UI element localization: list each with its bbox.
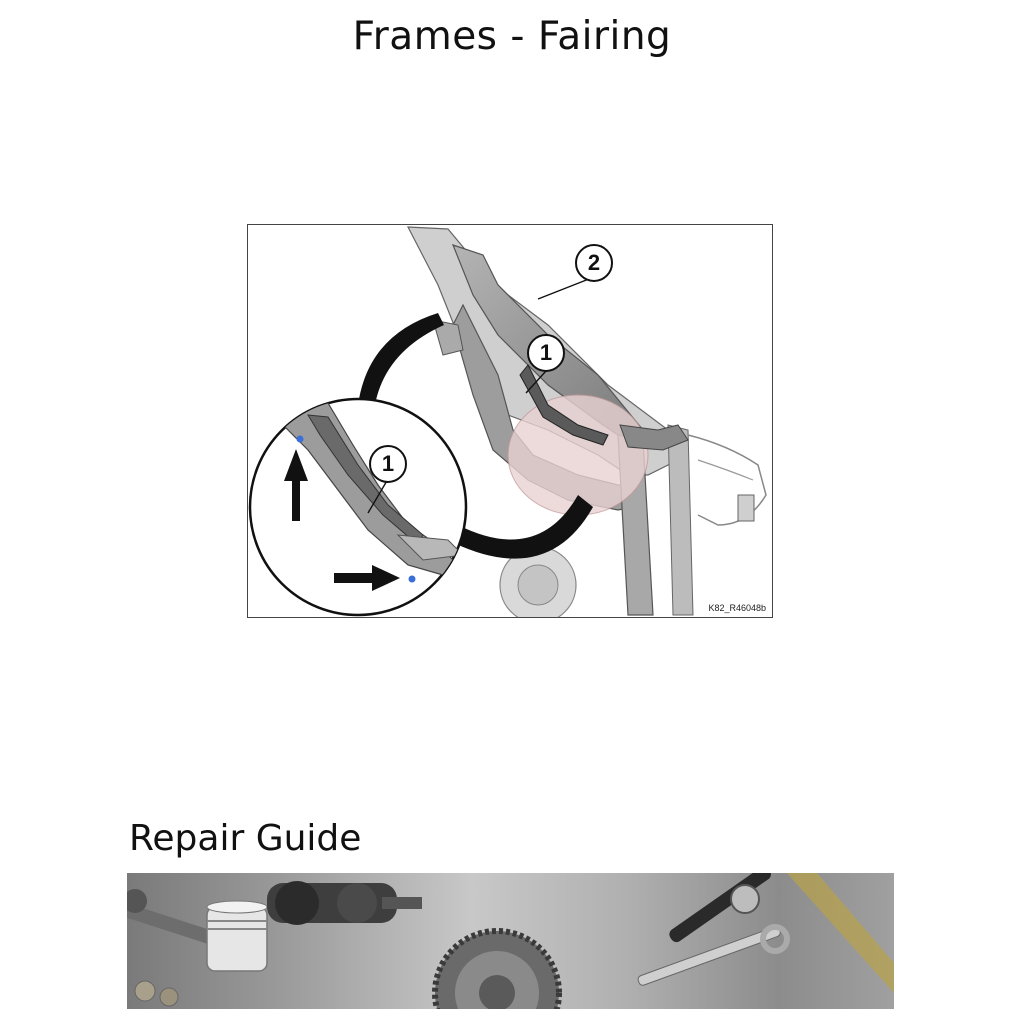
arrow-up-icon: [284, 449, 308, 521]
crankshaft-icon: [267, 881, 422, 925]
frame-structure: [406, 226, 767, 617]
detail-magnifier: [248, 397, 468, 617]
callout-1-detail-label: 1: [381, 451, 395, 476]
image-code: K82_R46048b: [708, 603, 766, 613]
section-heading: Repair Guide: [129, 818, 362, 859]
callout-2: [575, 244, 613, 282]
repair-guide-banner: [127, 873, 894, 1009]
gear-icon: [432, 928, 562, 1009]
callout-1-main-label: 1: [539, 340, 553, 365]
connecting-rod-icon: [127, 889, 232, 951]
fairing-part-main: [519, 364, 609, 446]
frame-fairing-illustration: 2 1 1 K82_R46048b: [247, 224, 773, 618]
wrench-icon: [637, 924, 790, 986]
curved-arrow-bottom: [454, 495, 593, 559]
banner-tools-drawing: [127, 873, 894, 1009]
piston-icon: [206, 900, 268, 972]
callout-1-detail: [369, 445, 407, 483]
arrow-right-icon: [334, 565, 400, 591]
frame-illustration-drawing: [248, 226, 767, 617]
ratchet-wrench-icon: [669, 873, 771, 943]
callout-2-label: 2: [587, 250, 601, 275]
page-title: Frames - Fairing: [352, 14, 672, 59]
curved-arrow-top: [358, 313, 444, 405]
callout-1-main: [527, 334, 565, 372]
